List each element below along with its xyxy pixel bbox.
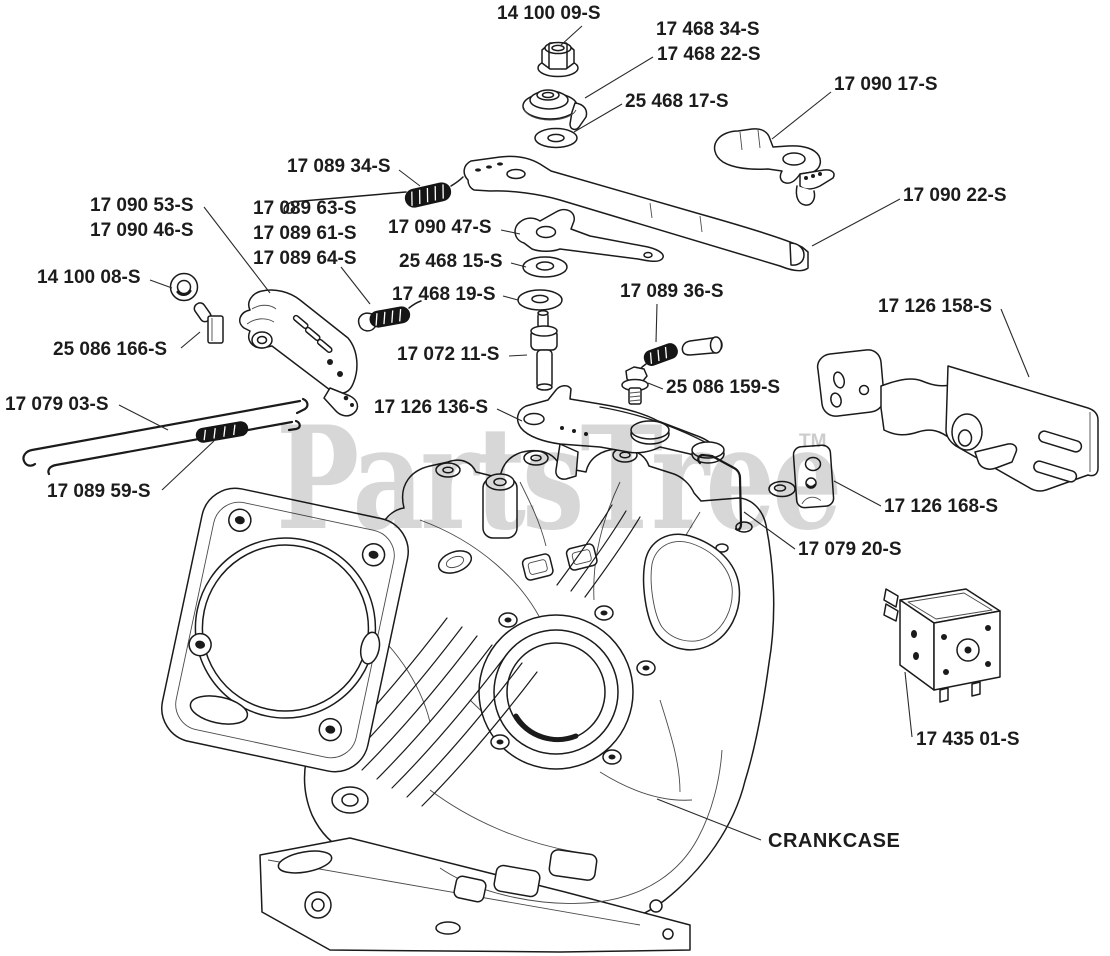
callout-17-089-59-S[interactable]: 17 089 59-S <box>47 481 151 502</box>
callout-17-079-03-S[interactable]: 17 079 03-S <box>5 394 109 415</box>
part-washer-25-468-15 <box>522 256 568 278</box>
watermark-tm: TM <box>799 431 827 452</box>
part-box-17-435-01 <box>883 588 1001 703</box>
callout-17-468-34-S[interactable]: 17 468 34-S <box>656 19 760 40</box>
part-flange-nut <box>537 41 579 78</box>
callout-17-090-47-S[interactable]: 17 090 47-S <box>388 217 492 238</box>
callout-17-090-17-S[interactable]: 17 090 17-S <box>834 74 938 95</box>
callout-14-100-08-S[interactable]: 14 100 08-S <box>37 267 141 288</box>
part-shaft-17-072-11 <box>530 310 558 391</box>
part-bracket-17-126-168 <box>768 444 835 509</box>
callout-25-086-166-S[interactable]: 25 086 166-S <box>53 339 168 360</box>
part-rod-17-079-20 <box>697 453 743 531</box>
callout-17-090-53-S[interactable]: 17 090 53-S <box>90 195 194 216</box>
callout-25-468-17-S[interactable]: 25 468 17-S <box>625 91 729 112</box>
part-lever-17-090-53 <box>239 289 359 417</box>
part-crankcase <box>161 447 775 953</box>
callout-17-089-61-S[interactable]: 17 089 61-S <box>253 223 357 244</box>
callout-17-435-01-S[interactable]: 17 435 01-S <box>916 729 1020 750</box>
callout-25-468-15-S[interactable]: 25 468 15-S <box>399 251 503 272</box>
part-washer-17-468-19 <box>517 289 563 311</box>
part-rod-17-089-59 <box>47 419 301 476</box>
part-bracket-17-126-158 <box>816 349 1099 492</box>
callout-17-079-20-S[interactable]: 17 079 20-S <box>798 539 902 560</box>
part-spring-17-089-34 <box>283 176 464 214</box>
part-plate-17-090-47 <box>514 208 664 263</box>
part-arm-17-090-22 <box>463 155 809 272</box>
callout-17-126-136-S[interactable]: 17 126 136-S <box>374 397 489 418</box>
callout-25-086-159-S[interactable]: 25 086 159-S <box>666 377 781 398</box>
part-washer-25-468-17 <box>534 127 578 149</box>
callout-17-072-11-S[interactable]: 17 072 11-S <box>397 344 500 365</box>
callout-17-089-34-S[interactable]: 17 089 34-S <box>287 156 391 177</box>
part-spring-17-089-64 <box>357 300 422 332</box>
part-washer-14-100-08 <box>169 272 199 302</box>
callout-crankcase[interactable]: CRANKCASE <box>768 830 901 852</box>
part-spring-17-089-36 <box>639 343 678 370</box>
callout-17-089-64-S[interactable]: 17 089 64-S <box>253 248 357 269</box>
part-bolt-25-086-159 <box>621 366 649 405</box>
callout-14-100-09-S[interactable]: 14 100 09-S <box>497 3 601 24</box>
callout-17-090-46-S[interactable]: 17 090 46-S <box>90 220 194 241</box>
callout-17-089-63-S[interactable]: 17 089 63-S <box>253 198 357 219</box>
leader-lines <box>118 25 1030 841</box>
callout-17-126-158-S[interactable]: 17 126 158-S <box>878 296 993 317</box>
callout-17-090-22-S[interactable]: 17 090 22-S <box>903 185 1007 206</box>
callout-17-468-22-S[interactable]: 17 468 22-S <box>657 44 761 65</box>
part-rod-17-079-03 <box>22 397 309 467</box>
part-clip-25-086-166 <box>193 302 224 344</box>
part-bracket-17-126-136 <box>516 385 725 480</box>
callout-17-468-19-S[interactable]: 17 468 19-S <box>392 284 496 305</box>
callout-17-126-168-S[interactable]: 17 126 168-S <box>884 496 999 517</box>
callout-17-089-36-S[interactable]: 17 089 36-S <box>620 281 724 302</box>
cylinder-flange <box>161 487 409 773</box>
part-grommet <box>522 89 588 131</box>
part-lever-17-090-17 <box>713 128 835 206</box>
part-pin <box>681 336 723 356</box>
